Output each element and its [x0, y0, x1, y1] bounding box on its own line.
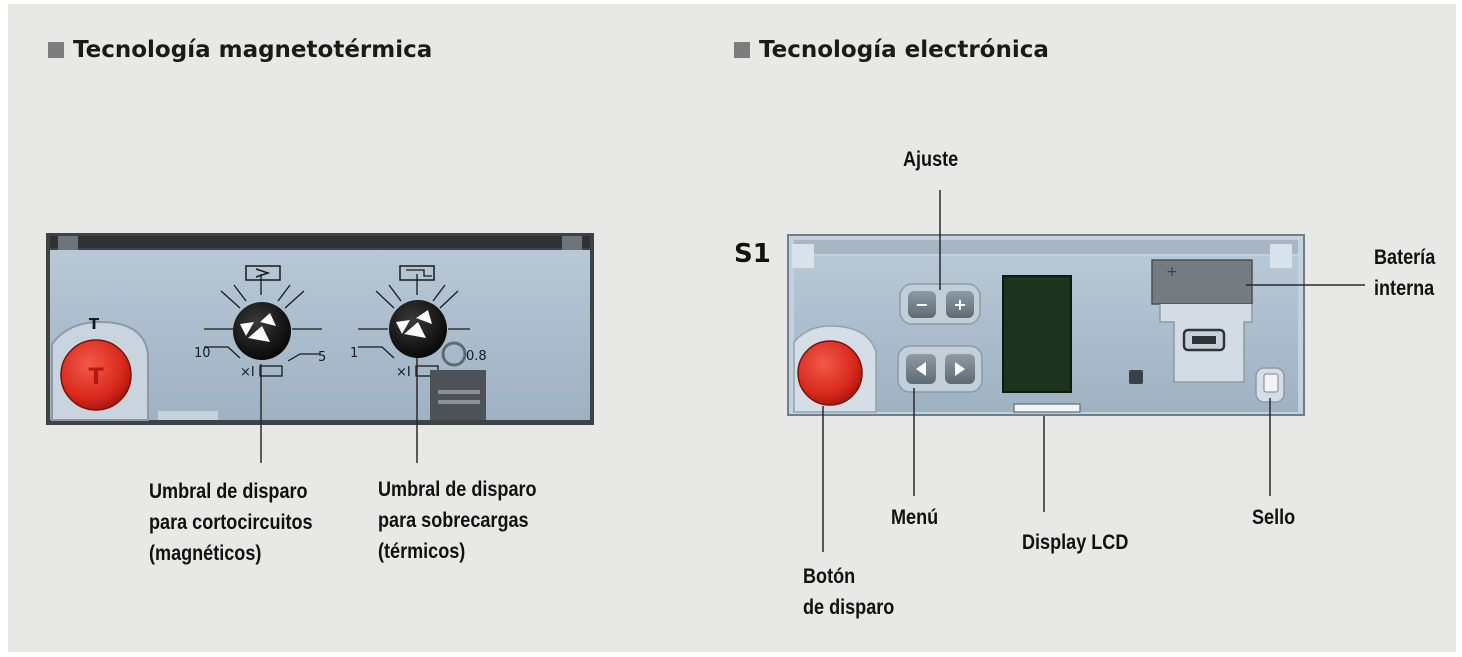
thermal-dial-min: 1 — [350, 346, 358, 361]
caption-display: Display LCD — [1022, 531, 1129, 554]
title-magnetothermal-text: Tecnología magnetotérmica — [73, 37, 433, 63]
adjust-minus-button[interactable] — [908, 291, 936, 318]
arrow-left-icon — [916, 362, 926, 376]
caption-boton: Botón de disparo — [803, 561, 894, 623]
trip-button-symbol: T — [88, 365, 103, 390]
thermal-dial-max: 0.8 — [466, 349, 487, 364]
device-illustrations: T T 10 5 ×I — [46, 190, 1365, 552]
caption-thermal-line2: para sobrecargas — [378, 509, 529, 532]
arrow-right-icon — [955, 362, 965, 376]
magnetic-dial-min: 10 — [194, 346, 211, 361]
display-tab — [1013, 403, 1081, 413]
adjust-plus-symbol: + — [953, 295, 966, 314]
title-electronic-text: Tecnología electrónica — [759, 37, 1049, 63]
magnetothermal-panel: T T 10 5 ×I — [46, 233, 594, 425]
magnetic-dial: 10 5 ×I — [194, 265, 326, 380]
seal[interactable] — [1263, 373, 1279, 393]
battery-cover[interactable] — [1151, 259, 1253, 305]
caption-bateria: Batería interna — [1374, 242, 1435, 304]
caption-bateria-line1: Batería — [1374, 246, 1436, 269]
thermal-dial: 1 ×I 0.8 — [350, 265, 487, 420]
thermal-dial-unit: ×I — [396, 365, 411, 380]
adjust-minus-symbol: − — [915, 295, 928, 314]
caption-bateria-line2: interna — [1374, 277, 1435, 300]
title-electronic: Tecnología electrónica — [734, 37, 1049, 63]
trip-symbol-label: T — [89, 315, 100, 333]
magnetic-dial-unit: ×I — [240, 365, 255, 380]
adjust-plus-button[interactable] — [946, 291, 974, 318]
battery-plus-symbol: + — [1166, 264, 1178, 280]
caption-magnetic-line1: Umbral de disparo — [149, 480, 308, 503]
lcd-display — [1002, 275, 1072, 393]
caption-ajuste: Ajuste — [903, 148, 959, 171]
caption-boton-line1: Botón — [803, 565, 856, 588]
trip-button[interactable] — [60, 339, 132, 411]
diagram-canvas: Tecnología magnetotérmica Tecnología ele… — [8, 4, 1456, 652]
caption-thermal-line1: Umbral de disparo — [378, 478, 537, 501]
electronic-panel: − + + — [787, 234, 1305, 416]
caption-menu: Menú — [891, 506, 939, 529]
title-bullet — [48, 42, 64, 58]
title-bullet — [734, 42, 750, 58]
right-leader-lines — [822, 190, 1365, 552]
model-label: S1 — [734, 239, 771, 269]
caption-thermal-line3: (térmicos) — [378, 540, 466, 563]
seal-clip — [430, 370, 486, 420]
caption-magnetic: Umbral de disparo para cortocircuitos (m… — [149, 476, 313, 569]
trip-button[interactable] — [797, 340, 863, 406]
caption-magnetic-line3: (magnéticos) — [149, 542, 262, 565]
title-magnetothermal: Tecnología magnetotérmica — [48, 37, 432, 63]
caption-magnetic-line2: para cortocircuitos — [149, 511, 313, 534]
caption-boton-line2: de disparo — [803, 596, 895, 619]
caption-thermal: Umbral de disparo para sobrecargas (térm… — [378, 474, 537, 567]
magnetic-dial-max: 5 — [318, 350, 326, 365]
caption-sello: Sello — [1252, 506, 1296, 529]
